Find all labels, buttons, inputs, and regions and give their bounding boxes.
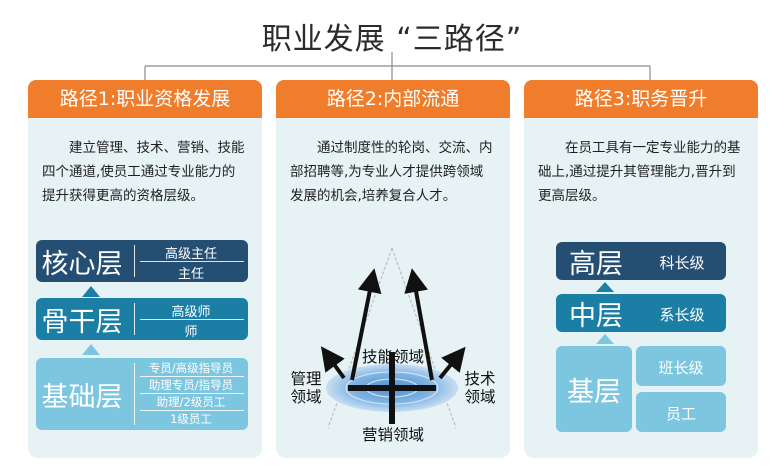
- tier-name: 基础层: [41, 381, 123, 413]
- panel-heading: 路径1:职业资格发展: [28, 80, 262, 118]
- page-title: 职业发展 “三路径”: [261, 22, 523, 57]
- panel-description: 建立管理、技术、营销、技能四个通道,使员工通过专业能力的提升获得更高的资格层级。: [42, 140, 245, 204]
- sub-divider: [140, 410, 244, 411]
- tier-sub-staff: 员工: [636, 392, 726, 432]
- arrow-up-left: [350, 268, 382, 381]
- panel-heading: 路径2:内部流通: [276, 80, 510, 118]
- tier-divider: [134, 245, 135, 277]
- sub-divider: [140, 393, 244, 394]
- title-connector: [144, 52, 651, 80]
- tier-sub: 主任: [177, 267, 204, 282]
- tier-name: 基层: [567, 376, 621, 408]
- tier-sub-team-lead: 班长级: [636, 346, 726, 386]
- panel-qualification: 路径1:职业资格发展 建立管理、技术、营销、技能四个通道,使员工通过专业能力的提…: [28, 80, 262, 458]
- label-marketing-domain: 营销领域: [361, 426, 424, 444]
- label-skill-domain: 技能领域: [361, 348, 424, 366]
- label-technical-domain: 技术领域: [464, 370, 496, 406]
- tier-sub: 助理专员/指导员: [148, 378, 234, 392]
- panel-internal-flow: 路径2:内部流通 通过制度性的轮岗、交流、内部招聘等,为专业人才提供跨领域发展的…: [276, 80, 510, 458]
- rotation-diagram: [320, 247, 466, 429]
- up-arrow: [82, 344, 100, 355]
- panel-description: 在员工具有一定专业能力的基础上,通过提升其管理能力,晋升到更高层级。: [538, 140, 741, 204]
- sub-divider: [140, 261, 244, 262]
- tier-sub: 班长级: [658, 359, 704, 377]
- panel-promotion: 路径3:职务晋升 在员工具有一定专业能力的基础上,通过提升其管理能力,晋升到更高…: [524, 80, 758, 458]
- arrow-left: [320, 346, 346, 380]
- tier-core: 核心层 高级主任 主任: [36, 240, 248, 282]
- panel-description: 通过制度性的轮岗、交流、内部招聘等,为专业人才提供跨领域发展的机会,培养复合人才…: [290, 140, 493, 204]
- tier-middle: 中层 系长级: [556, 294, 726, 332]
- tier-grassroots: 基层: [556, 346, 632, 432]
- sub-divider: [140, 376, 244, 377]
- tier-sub: 助理/2级员工: [156, 395, 226, 409]
- up-arrow: [596, 334, 614, 344]
- arrow-right: [438, 346, 466, 380]
- tier-backbone: 骨干层 高级师 师: [36, 298, 248, 340]
- tier-name: 核心层: [41, 248, 123, 280]
- tier-sub: 员工: [665, 405, 696, 423]
- up-arrow: [82, 286, 100, 297]
- tier-sub: 1级员工: [170, 412, 212, 426]
- tier-sub: 科长级: [659, 254, 705, 272]
- tier-divider: [134, 363, 135, 425]
- up-arrow: [596, 282, 614, 292]
- tier-divider: [134, 303, 135, 335]
- sub-divider: [140, 319, 244, 320]
- tier-name: 中层: [569, 300, 623, 332]
- tier-sub: 系长级: [659, 306, 705, 324]
- label-management-domain: 管理领域: [290, 370, 322, 406]
- arrow-up-right: [404, 268, 434, 381]
- tier-sub: 专员/高级指导员: [148, 361, 234, 375]
- tier-sub: 高级师: [171, 305, 211, 320]
- tier-senior: 高层 科长级: [556, 242, 726, 280]
- tier-name: 骨干层: [41, 306, 123, 338]
- tier-sub: 师: [184, 325, 198, 340]
- tier-name: 高层: [569, 248, 623, 280]
- tier-sub: 高级主任: [164, 247, 217, 262]
- panel-heading: 路径3:职务晋升: [524, 80, 758, 118]
- tier-basic: 基础层 专员/高级指导员 助理专员/指导员 助理/2级员工 1级员工: [36, 358, 248, 430]
